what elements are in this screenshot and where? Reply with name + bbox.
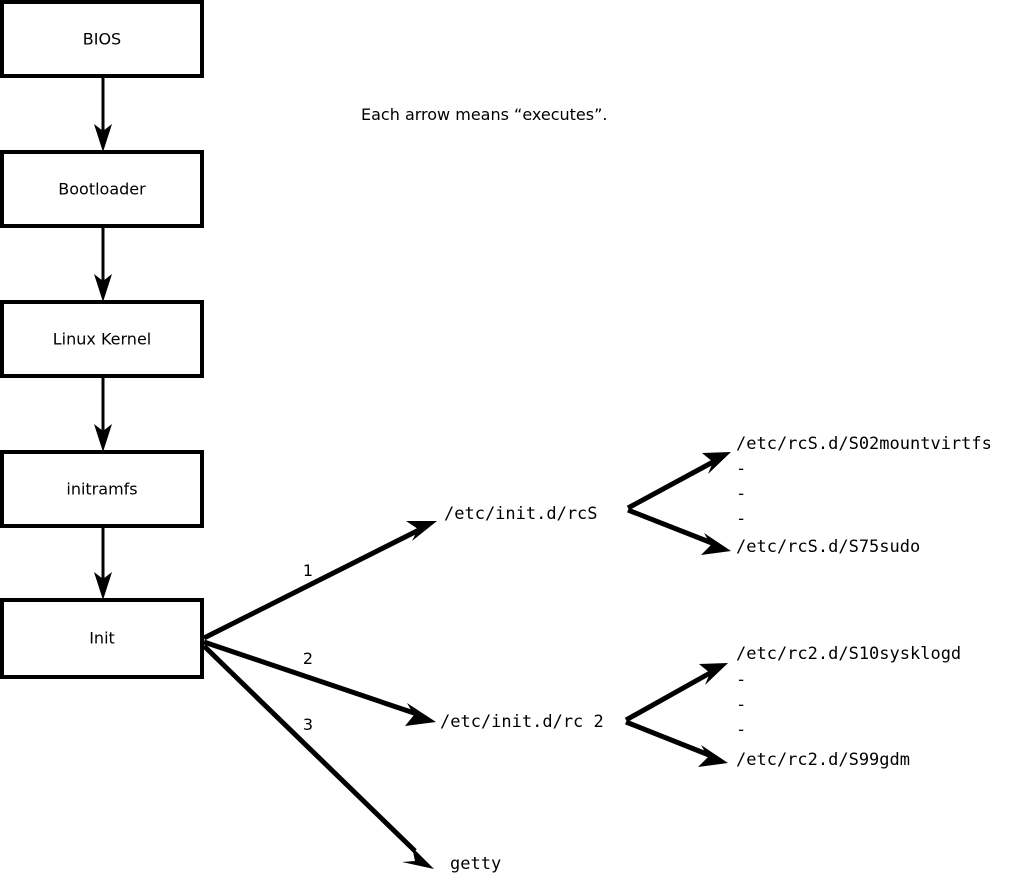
edge-line [202, 644, 417, 853]
initramfs-label: initramfs [66, 480, 137, 499]
bootloader-box [0, 150, 204, 228]
node-linux-kernel[interactable]: Linux Kernel [0, 300, 204, 378]
node-bootloader[interactable]: Bootloader [0, 150, 204, 228]
rc2-ellipsis-dash-1: - [736, 670, 746, 690]
rcs-ellipsis-dash-2: - [736, 484, 746, 504]
edge-rcs-to-first-script [626, 452, 731, 511]
edge-rc2-to-first-script [624, 663, 728, 723]
edge-init-to-rc2: 2 [203, 639, 436, 726]
label-etc-initd-rc2: /etc/init.d/rc 2 [440, 712, 604, 732]
edge-initramfs-to-init [94, 526, 112, 600]
linux-kernel-label: Linux Kernel [53, 330, 151, 349]
label-getty: getty [450, 854, 501, 874]
arrow-head-icon [402, 847, 434, 869]
label-rc2-script-last: /etc/rc2.d/S99gdm [736, 750, 910, 770]
edge-rc2-to-last-script [625, 719, 728, 767]
node-init[interactable]: Init [0, 598, 204, 679]
edge-line [626, 459, 715, 511]
arrow-head-icon [698, 745, 728, 767]
linux-kernel-box [0, 300, 204, 378]
label-rcs-script-last: /etc/rcS.d/S75sudo [736, 537, 920, 557]
edge-number-1: 1 [303, 561, 313, 580]
init-box [0, 598, 204, 679]
bootloader-label: Bootloader [58, 180, 146, 199]
arrow-head-icon [405, 703, 436, 726]
label-etc-initd-rcs: /etc/init.d/rcS [444, 504, 598, 524]
init-label: Init [89, 629, 115, 648]
legend-note: Each arrow means “executes”. [361, 105, 607, 124]
edge-number-2: 2 [303, 649, 313, 668]
arrow-head-icon [406, 521, 437, 541]
arrow-head-icon [699, 663, 728, 685]
edge-rcs-to-last-script [627, 507, 731, 555]
rc2-ellipsis-dash-2: - [736, 695, 746, 715]
edge-line [627, 507, 713, 546]
arrow-head-icon [701, 533, 731, 555]
edge-line [625, 719, 710, 758]
node-bios[interactable]: BIOS [0, 0, 204, 78]
rc2-ellipsis-dash-3: - [736, 720, 746, 740]
arrow-head-icon [94, 124, 112, 152]
edge-line [202, 527, 421, 641]
arrow-head-icon [702, 452, 731, 474]
label-rc2-script-first: /etc/rc2.d/S10sysklogd [736, 644, 961, 664]
node-initramfs[interactable]: initramfs [0, 450, 204, 528]
rcs-ellipsis-dash-3: - [736, 509, 746, 529]
label-rcs-script-first: /etc/rcS.d/S02mountvirtfs [736, 434, 992, 454]
edge-line [203, 639, 418, 717]
bios-label: BIOS [83, 30, 121, 49]
edge-number-3: 3 [303, 715, 313, 734]
edge-kernel-to-initramfs [94, 376, 112, 452]
edge-init-to-rcs: 1 [202, 521, 437, 641]
edge-init-to-getty: 3 [202, 644, 434, 869]
bios-box [0, 0, 204, 78]
arrow-head-icon [94, 424, 112, 452]
edge-line [624, 670, 712, 723]
edge-bios-to-bootloader [94, 76, 112, 152]
arrow-head-icon [94, 274, 112, 302]
rcs-ellipsis-dash-1: - [736, 459, 746, 479]
edge-bootloader-to-kernel [94, 226, 112, 302]
arrow-head-icon [94, 572, 112, 600]
